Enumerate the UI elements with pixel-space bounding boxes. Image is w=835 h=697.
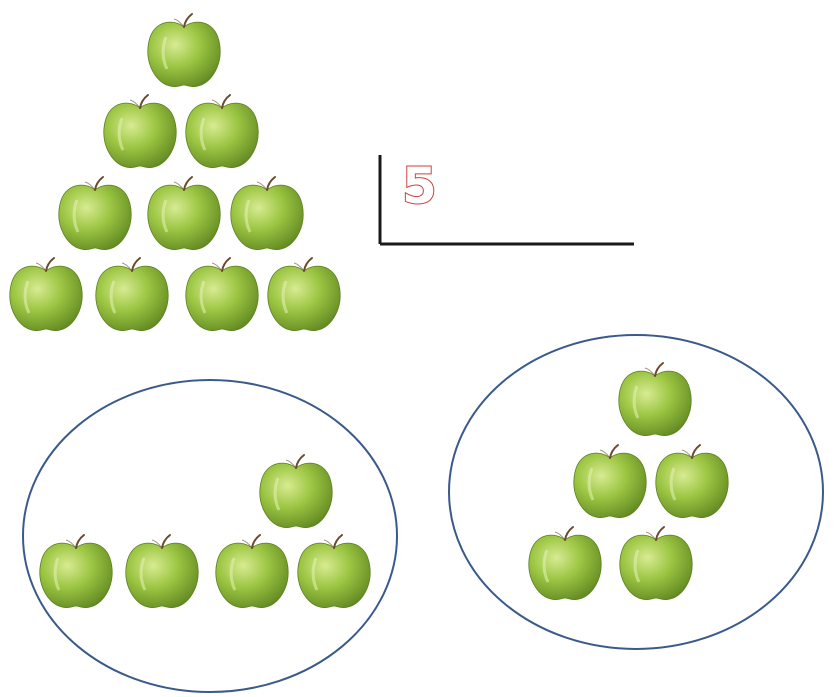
green-apple-icon (184, 256, 260, 333)
green-apple-icon (527, 525, 603, 602)
green-apple-icon (229, 175, 305, 252)
green-apple-icon (94, 256, 170, 333)
group-circle (448, 334, 824, 650)
green-apple-icon (617, 361, 693, 438)
right-circle-group (448, 334, 824, 650)
green-apple-icon (124, 533, 200, 610)
green-apple-icon (654, 443, 730, 520)
green-apple-icon (296, 533, 372, 610)
number-label: 5 (401, 157, 438, 215)
green-apple-icon (572, 443, 648, 520)
group-circle (22, 379, 398, 693)
green-apple-icon (57, 175, 133, 252)
green-apple-icon (618, 525, 694, 602)
number-bracket (378, 155, 634, 246)
green-apple-icon (146, 12, 222, 89)
apple-pyramid (8, 12, 342, 333)
green-apple-icon (266, 256, 342, 333)
green-apple-icon (38, 533, 114, 610)
green-apple-icon (184, 93, 260, 170)
green-apple-icon (258, 453, 334, 530)
green-apple-icon (8, 256, 84, 333)
green-apple-icon (214, 533, 290, 610)
green-apple-icon (102, 93, 178, 170)
green-apple-icon (146, 175, 222, 252)
left-circle-group (22, 379, 398, 693)
